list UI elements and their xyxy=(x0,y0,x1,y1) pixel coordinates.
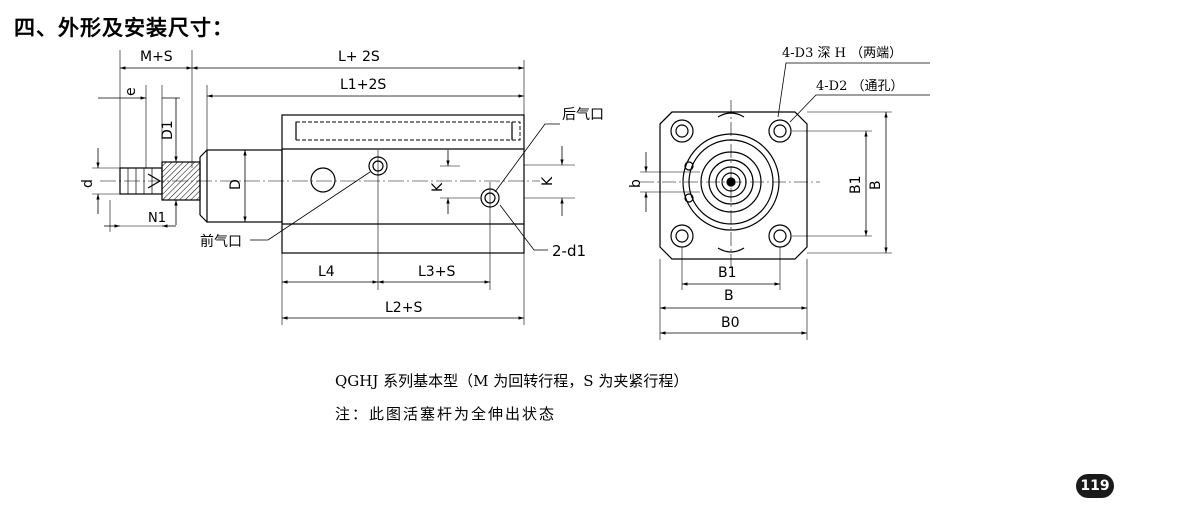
caption-note: 注：此图活塞杆为全伸出状态 xyxy=(335,405,557,423)
label-holes-blind: 4-D3 深 H （两端） xyxy=(782,46,902,61)
dim-b-small: b xyxy=(628,179,644,188)
page-number-badge: 119 xyxy=(1076,474,1114,498)
end-plate xyxy=(659,111,808,260)
side-view xyxy=(92,50,575,325)
dim-l2-s: L2+S xyxy=(385,300,422,316)
piston-rod xyxy=(206,149,283,223)
label-front-port: 前气口 xyxy=(200,233,242,250)
dim-b1-horizontal: B1 xyxy=(718,265,737,281)
dim-d-small: d xyxy=(80,179,96,188)
label-2-d1: 2-d1 xyxy=(552,242,586,260)
dim-b-vertical: B xyxy=(868,180,884,190)
dim-d1: D1 xyxy=(160,120,176,140)
dim-e: e xyxy=(123,87,139,96)
dim-b-horizontal: B xyxy=(724,288,734,304)
dim-d-rod: D xyxy=(228,179,244,190)
cylinder-body xyxy=(281,114,525,254)
dim-n1: N1 xyxy=(148,211,166,226)
caption-series: QGHJ 系列基本型（M 为回转行程，S 为夹紧行程） xyxy=(335,372,689,390)
label-holes-through: 4-D2 （通孔） xyxy=(816,79,904,94)
label-rear-port: 后气口 xyxy=(562,107,604,123)
dim-l-2s: L+ 2S xyxy=(338,49,380,65)
dim-l3-s: L3+S xyxy=(418,264,455,280)
dim-l4: L4 xyxy=(318,264,335,280)
dim-l1-2s: L1+2S xyxy=(340,77,386,93)
section-heading: 四、外形及安装尺寸： xyxy=(14,16,234,40)
dim-k-inner: K xyxy=(430,182,446,192)
end-view xyxy=(640,62,930,340)
front-port xyxy=(310,167,336,193)
dim-b0: B0 xyxy=(721,315,740,331)
dim-b1-vertical: B1 xyxy=(848,175,864,194)
technical-drawing: M+S L+ 2S L1+2S e D1 D d N1 K K L4 L3+S … xyxy=(80,46,930,340)
dim-k-outer: K xyxy=(540,176,556,186)
dim-m-s: M+S xyxy=(140,49,173,65)
